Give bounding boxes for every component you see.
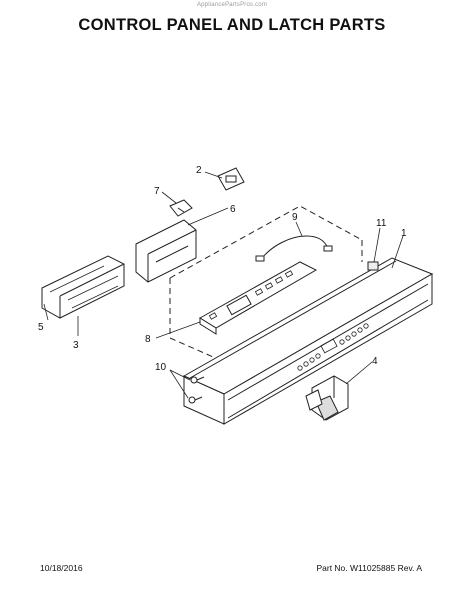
wire-harness-part-9	[255, 235, 333, 262]
callout-6: 6	[230, 204, 236, 215]
page-title: CONTROL PANEL AND LATCH PARTS	[78, 16, 386, 34]
callout-8: 8	[145, 334, 151, 345]
block-part-11	[367, 261, 379, 271]
screws-part-10	[188, 376, 205, 404]
footer-part-number: Part No. W11025885 Rev. A	[316, 563, 422, 573]
callout-5: 5	[38, 322, 44, 333]
callout-2: 2	[196, 165, 202, 176]
dashed-assembly-outline	[169, 205, 363, 279]
callout-3: 3	[73, 340, 79, 351]
watermark: AppliancePartsPros.com	[196, 2, 268, 8]
clip-part-7	[169, 199, 193, 217]
mount-part-6	[135, 219, 197, 283]
callout-7: 7	[154, 186, 160, 197]
control-panel-part-1	[182, 257, 434, 425]
callout-9: 9	[292, 212, 298, 223]
callout-4: 4	[372, 356, 378, 367]
bracket-part-2	[217, 167, 245, 191]
callout-10: 10	[155, 362, 167, 373]
callout-1: 1	[401, 228, 407, 239]
callout-11: 11	[376, 218, 387, 229]
footer-date: 10/18/2016	[40, 563, 83, 573]
control-board-part-3-5	[41, 255, 125, 319]
latch-assembly-part-4	[305, 375, 349, 421]
